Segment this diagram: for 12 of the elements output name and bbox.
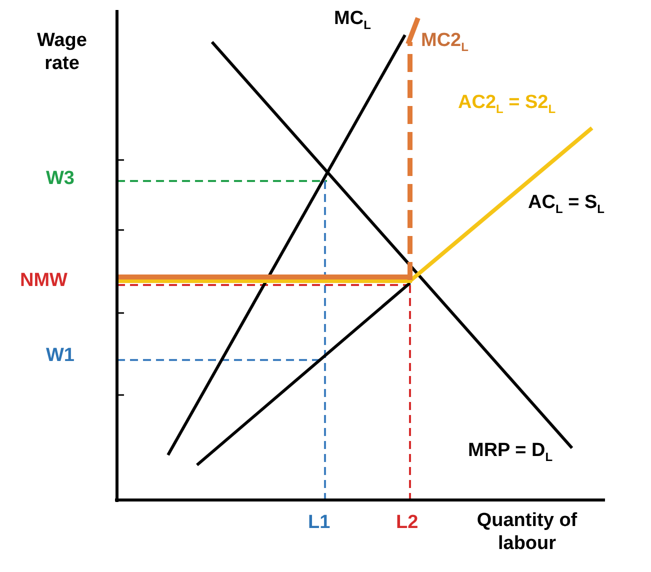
tick-label: W3	[46, 168, 74, 191]
curve-label: AC$_{L}$ = S$_{L}$	[528, 192, 604, 216]
axis-title: Wage rate	[36, 30, 88, 76]
axis-title: Quantity of labour	[476, 510, 578, 556]
curve-label: AC2$_{L}$ = S2$_{L}$	[458, 92, 556, 116]
tick-label: L1	[308, 512, 330, 535]
curve-label: MC2$_{L}$	[421, 30, 468, 54]
curve-label: MRP = D$_{L}$	[468, 440, 553, 464]
tick-label: W1	[46, 345, 74, 368]
tick-label: L2	[396, 512, 418, 535]
curve-label: MC$_{L}$	[334, 8, 371, 32]
tick-label: NMW	[20, 270, 68, 293]
